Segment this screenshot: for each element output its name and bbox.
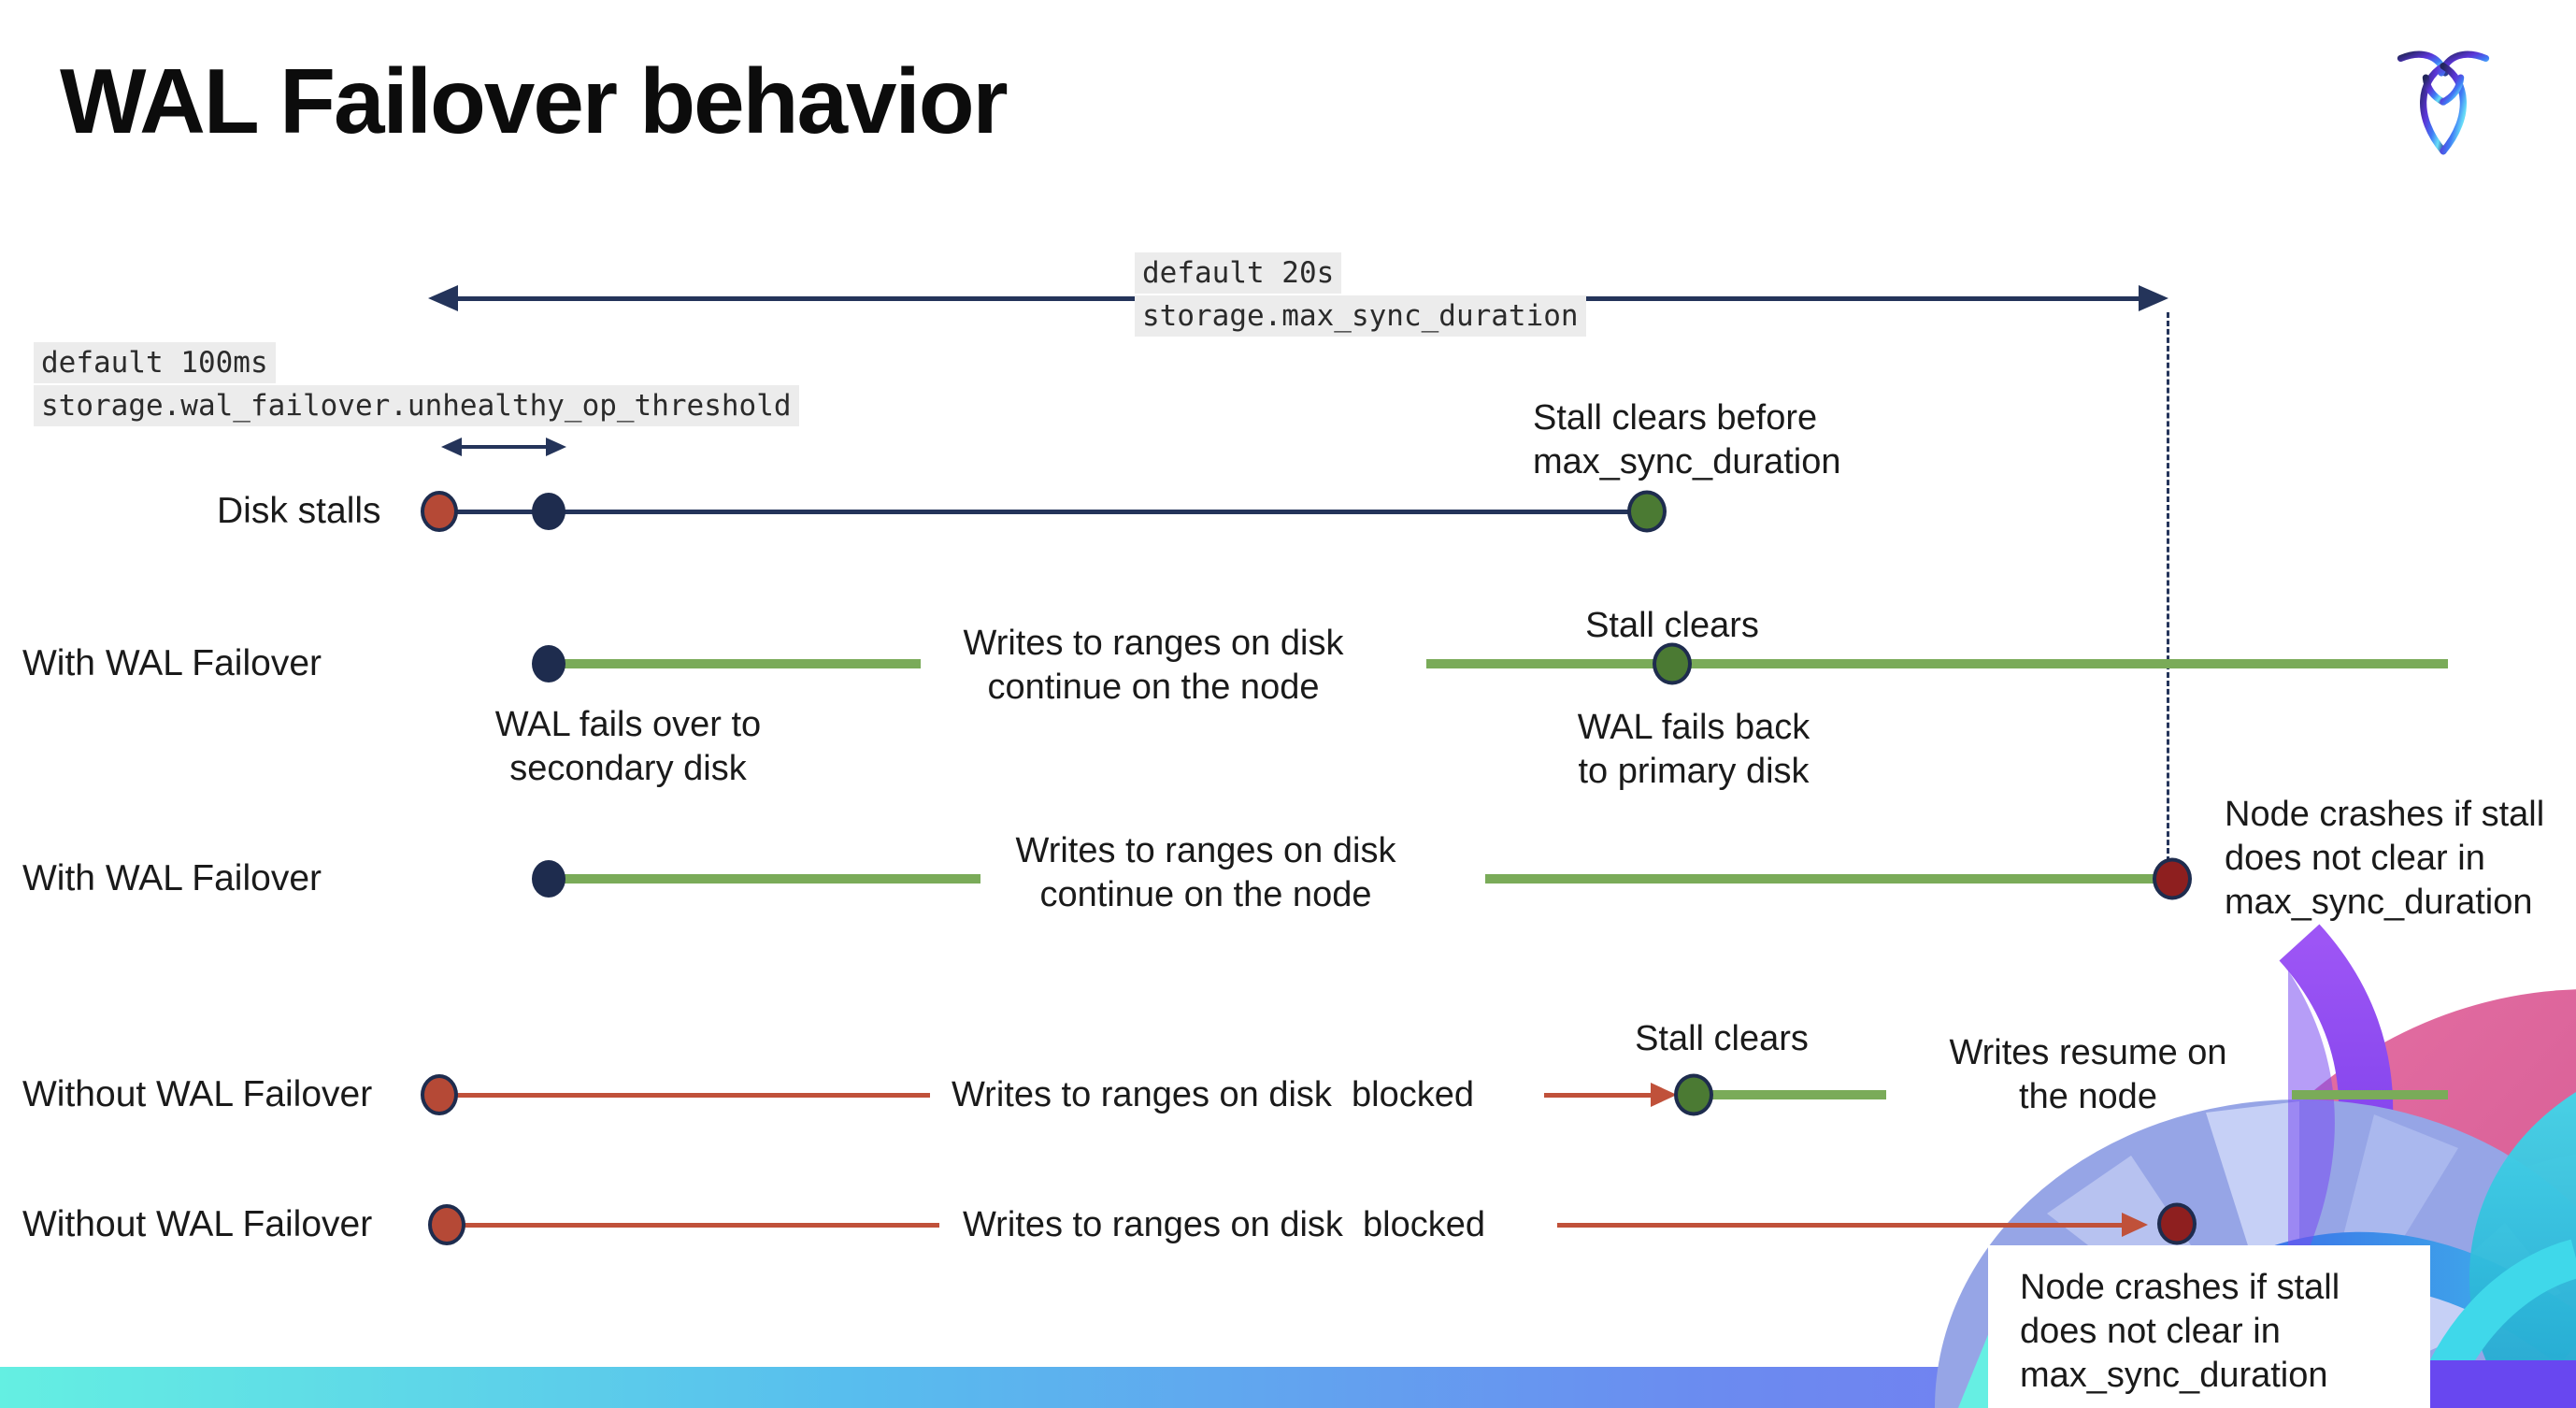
stall-clear-dot-1	[1627, 490, 1667, 533]
writes-blocked-line-2a	[447, 1223, 939, 1228]
max-sync-deadline-dashed-line	[2167, 312, 2169, 862]
node-crash-dot-1	[2153, 857, 2192, 900]
stall-start-dot-3	[428, 1204, 465, 1245]
writes-blocked-line-1b	[1544, 1093, 1654, 1098]
row-label-with-wal-failover-2: With WAL Failover	[22, 858, 322, 898]
row-label-disk-stalls: Disk stalls	[217, 491, 381, 531]
annotation-stall-clears-2: Stall clears	[1635, 1019, 1809, 1058]
unhealthy-op-arrow-line	[460, 445, 548, 449]
small-arrow-head-left-icon	[441, 438, 462, 456]
red-arrow-head-1-icon	[1651, 1083, 1677, 1107]
threshold-dot	[532, 493, 565, 530]
max-sync-duration-label: default 20s storage.max_sync_duration	[1135, 252, 1586, 338]
red-arrow-head-2-icon	[2122, 1213, 2148, 1237]
annotation-node-crashes-1: Node crashes if stall does not clear in …	[2225, 795, 2545, 922]
stall-clear-dot-2	[1653, 642, 1692, 685]
row-label-with-wal-failover-1: With WAL Failover	[22, 643, 322, 683]
annotation-writes-blocked-2: Writes to ranges on disk blocked	[963, 1205, 1486, 1244]
stall-clear-dot-3	[1674, 1073, 1713, 1116]
max-sync-default-value: default 20s	[1135, 252, 1342, 294]
stall-start-dot-2	[421, 1074, 458, 1115]
small-arrow-head-right-icon	[546, 438, 566, 456]
max-sync-setting-name: storage.max_sync_duration	[1135, 295, 1586, 337]
page-title: WAL Failover behavior	[60, 50, 1009, 152]
disk-stall-timeline	[439, 510, 1647, 514]
annotation-writes-blocked-1: Writes to ranges on disk blocked	[952, 1075, 1475, 1114]
node-crash-dot-2	[2157, 1202, 2197, 1245]
unhealthy-op-setting-name: storage.wal_failover.unhealthy_op_thresh…	[34, 385, 799, 426]
unhealthy-op-default-value: default 100ms	[34, 342, 276, 383]
stall-start-dot	[421, 491, 458, 532]
failover-dot-2	[532, 860, 565, 898]
annotation-writes-continue-2: Writes to ranges on disk continue on the…	[1015, 831, 1396, 914]
writes-blocked-line-2b	[1557, 1223, 2124, 1228]
writes-continue-line-1a	[561, 659, 921, 668]
annotation-stall-clears-1: Stall clears	[1585, 606, 1759, 645]
writes-continue-line-1b	[1426, 659, 2448, 668]
arrow-head-left-icon	[428, 285, 458, 311]
annotation-writes-continue-1: Writes to ranges on disk continue on the…	[963, 624, 1344, 707]
arrow-head-right-icon	[2139, 285, 2168, 311]
annotation-node-crashes-2: Node crashes if stall does not clear in …	[2020, 1268, 2340, 1395]
unhealthy-op-threshold-label: default 100ms storage.wal_failover.unhea…	[34, 342, 799, 428]
annotation-wal-fails-over: WAL fails over to secondary disk	[494, 705, 762, 788]
writes-continue-line-2a	[561, 874, 980, 884]
failover-dot-1	[532, 645, 565, 682]
writes-resume-line-b	[2292, 1090, 2448, 1099]
cockroachdb-logo-icon	[2395, 47, 2492, 159]
writes-continue-line-2b	[1485, 874, 2165, 884]
annotation-wal-fails-back: WAL fails back to primary disk	[1577, 708, 1810, 791]
writes-resume-line-a	[1709, 1090, 1886, 1099]
annotation-writes-resume: Writes resume on the node	[1949, 1033, 2227, 1116]
row-label-without-wal-failover-1: Without WAL Failover	[22, 1074, 373, 1114]
annotation-stall-clears-before-max: Stall clears before max_sync_duration	[1533, 398, 1841, 481]
writes-blocked-line-1a	[439, 1093, 930, 1098]
row-label-without-wal-failover-2: Without WAL Failover	[22, 1204, 373, 1244]
node-crash-callout: Node crashes if stall does not clear in …	[1988, 1245, 2430, 1408]
